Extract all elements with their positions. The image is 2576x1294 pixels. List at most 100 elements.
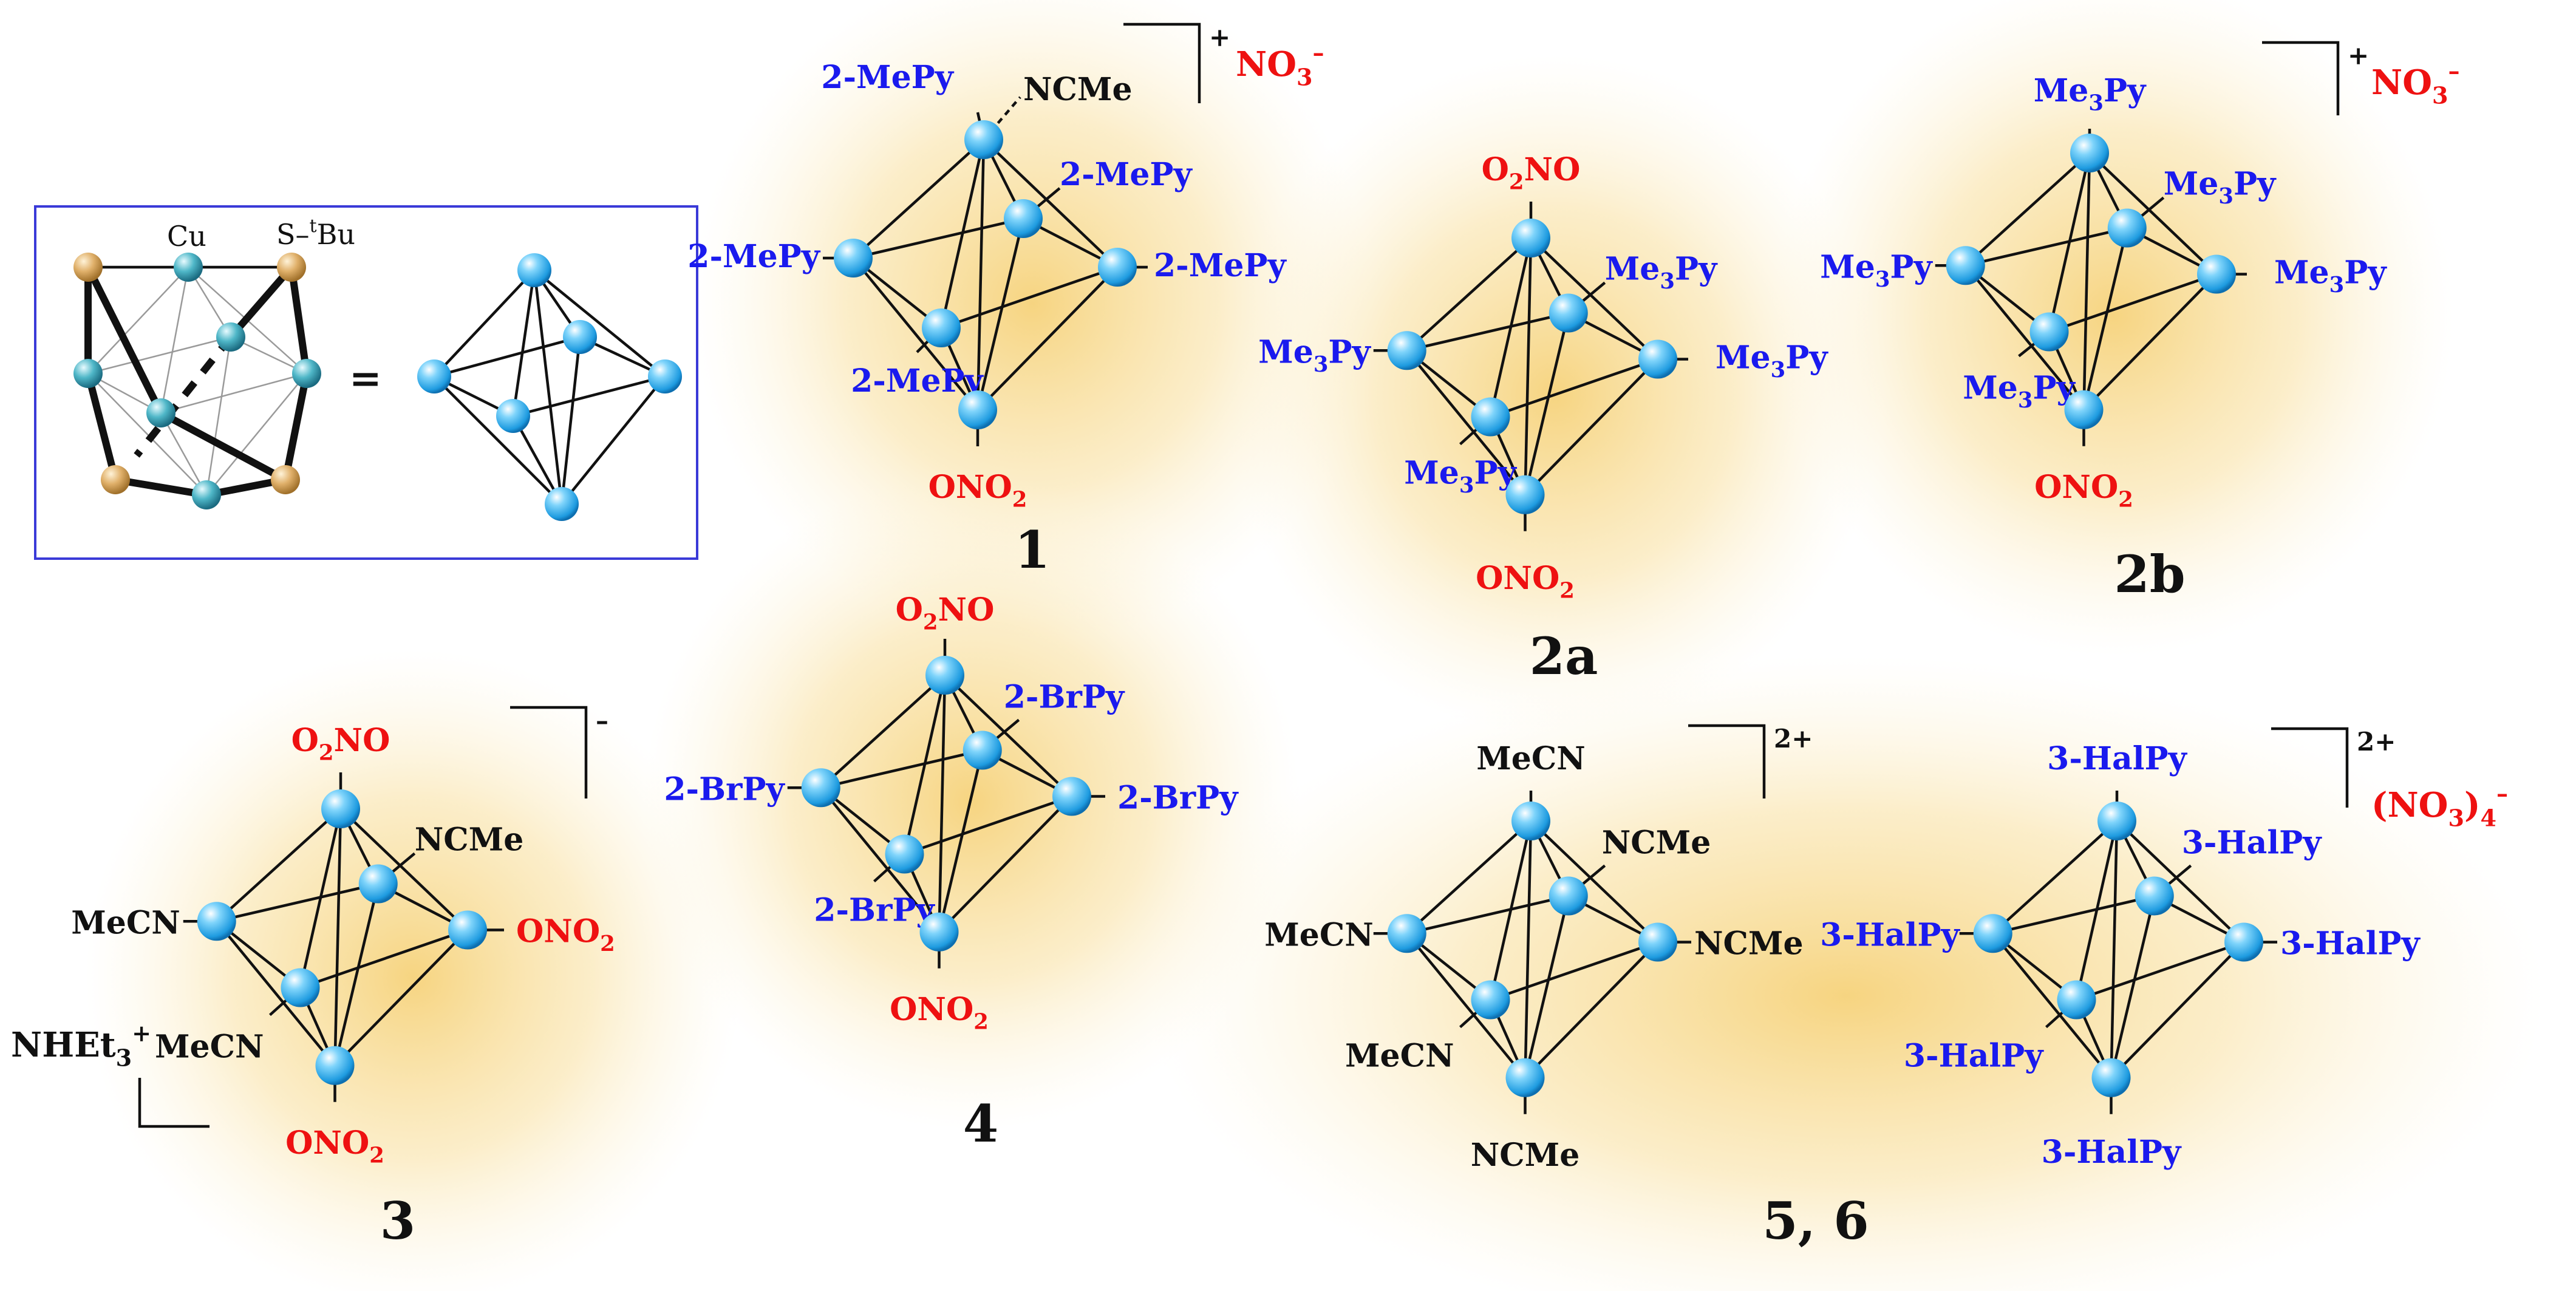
bracket: [2271, 727, 2349, 808]
cu-atom: [648, 359, 682, 393]
compound-number: 4: [963, 1094, 998, 1154]
cu-atom: [919, 912, 959, 952]
cu-cu-bond: [2082, 152, 2091, 410]
ligand-label: 2-MePy: [1154, 247, 1287, 284]
ligand-label: 2-MePy: [687, 238, 821, 275]
cu-cu-bond: [2082, 273, 2218, 411]
cu-cu-bond: [1992, 894, 2155, 935]
cu-cu-bond: [938, 749, 984, 933]
compound-number: 2b: [2114, 544, 2185, 604]
cu-atom: [1973, 914, 2012, 953]
cu-atom: [1638, 339, 1677, 379]
cu-cu-bond: [1524, 941, 1659, 1079]
ligand-label: Me3Py: [1716, 339, 1828, 383]
cu-atom: [2091, 1058, 2131, 1097]
counterion-label: NHEt3+: [11, 1020, 151, 1072]
ligand-label: 2-MePy: [851, 363, 984, 400]
cu-cu-bond: [333, 808, 342, 1066]
cu-cu-bond: [216, 808, 342, 922]
cu-atom: [1471, 397, 1510, 437]
cu-cu-bond: [2110, 895, 2156, 1078]
cu-cu-bond: [938, 675, 947, 932]
cu-atom: [2135, 876, 2174, 916]
cu-atom: [73, 359, 103, 388]
cu-cu-bond: [820, 674, 946, 789]
cu-cu-bond: [1992, 820, 2118, 935]
cu-atom: [1549, 293, 1588, 333]
cu-atom: [964, 120, 1003, 159]
cu-cu-bond: [1530, 820, 1659, 944]
cu-cu-bond: [1406, 349, 1527, 496]
cu-cu-bond: [938, 795, 1073, 933]
cu-cu-bond: [983, 138, 1119, 268]
cu-atom: [925, 656, 964, 695]
cu-cu-bond: [1964, 264, 2085, 411]
ligand-label: Me3Py: [1820, 248, 1933, 292]
cu-cu-bond: [2076, 941, 2244, 1001]
bracket: [138, 1078, 210, 1128]
cu-atom: [1004, 199, 1043, 238]
ligand-label: NCMe: [1471, 1137, 1580, 1174]
counterion-label: NO3–: [1236, 39, 1324, 91]
cu-cu-bond: [941, 265, 1118, 330]
ligand-label: 3-HalPy: [1820, 916, 1960, 953]
glow-4: [644, 474, 1300, 1129]
cu-atom: [545, 487, 579, 521]
cu-cu-bond: [820, 786, 941, 933]
bracket: [1688, 724, 1766, 799]
ligand-label: 3-HalPy: [2042, 1134, 2182, 1171]
cu-atom: [2057, 980, 2096, 1020]
cu-cu-bond: [1992, 932, 2113, 1079]
cu-cu-bond: [852, 138, 985, 259]
cu-cu-bond: [1524, 237, 1533, 495]
ligand-label: NCMe: [1602, 825, 1711, 862]
ligand-label: MeCN: [1345, 1038, 1454, 1075]
compound-number: 3: [380, 1191, 415, 1251]
cu-atom: [192, 480, 221, 509]
ligand-label: 3-HalPy: [1904, 1038, 2044, 1075]
cu-cu-bond: [216, 882, 379, 923]
charge-label: –: [596, 706, 608, 735]
s-atom: [73, 253, 103, 282]
cu-cu-bond: [1490, 358, 1658, 418]
ligand-label: 3-HalPy: [2280, 925, 2421, 962]
ligand-label: 2-MePy: [821, 59, 955, 96]
charge-label: +: [1209, 22, 1230, 52]
cu-cu-bond: [333, 883, 380, 1066]
cu-ligand-bond: [983, 96, 1021, 141]
cu-cu-bond: [299, 928, 468, 989]
cu-cu-bond: [1406, 237, 1532, 352]
cu-atom: [1387, 331, 1426, 370]
charge-label: 2+: [2357, 727, 2396, 757]
ligand-label: Me3Py: [2164, 166, 2277, 209]
cu-cu-bond: [1530, 237, 1659, 361]
cu-atom: [448, 910, 487, 950]
cu-cu-bond: [216, 920, 336, 1067]
cu-cu-bond: [1524, 820, 1533, 1078]
cu-atom: [197, 902, 236, 941]
glow-1: [692, 0, 1372, 644]
glow-2b: [1773, 0, 2453, 656]
ligand-label: ONO2: [1476, 560, 1575, 604]
ligand-label: 3-HalPy: [2182, 825, 2322, 862]
glow-56: [1148, 656, 2544, 1294]
ligand-label: Me3Py: [2034, 72, 2147, 116]
cu-cu-bond: [2110, 941, 2245, 1079]
cu-cu-bond: [1406, 894, 1569, 935]
cu-atom: [1549, 876, 1588, 916]
cu-atom: [358, 864, 398, 904]
bracket: [2262, 41, 2340, 115]
cu-cu-bond: [976, 266, 1119, 411]
cu-cu-bond: [944, 674, 1073, 798]
ligand-label: 3-HalPy: [2047, 740, 2187, 777]
cu-atom: [517, 253, 551, 287]
cu-atom: [1505, 475, 1545, 514]
ligand-label: MeCN: [155, 1029, 264, 1066]
cu-atom: [315, 1046, 355, 1085]
cu-atom: [1098, 248, 1137, 287]
